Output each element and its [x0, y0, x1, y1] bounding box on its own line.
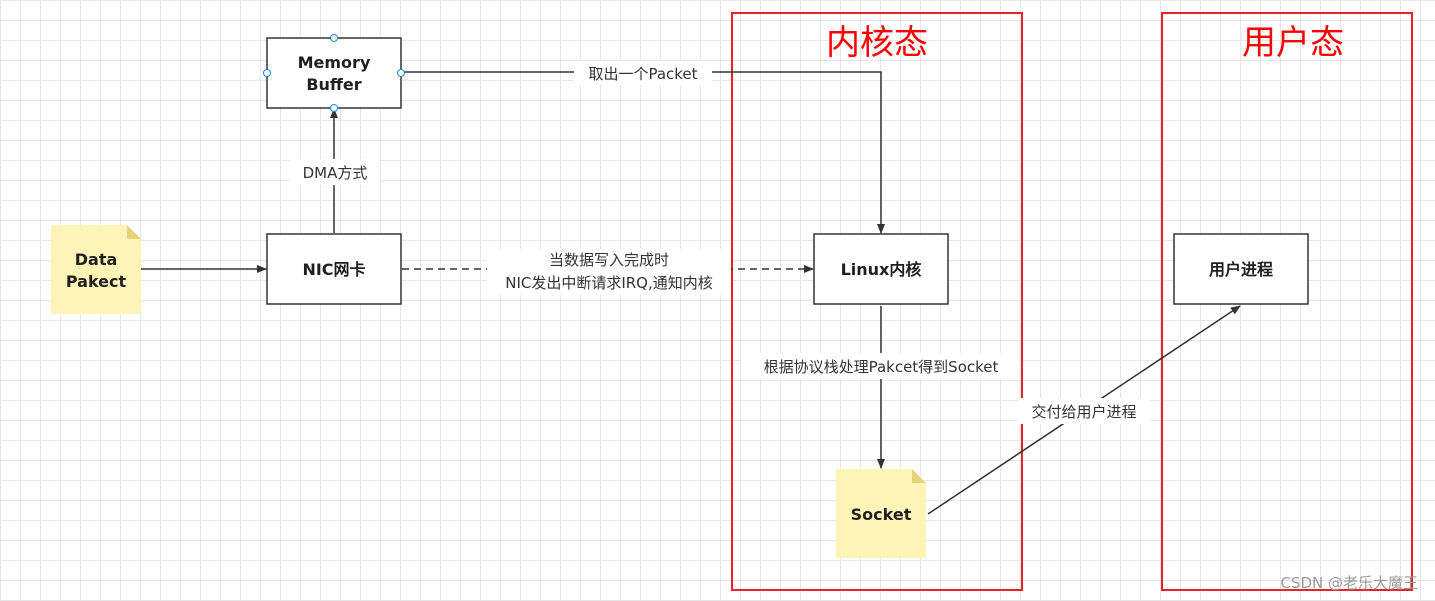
memory-buffer-label-line-2: Buffer — [306, 75, 361, 94]
take-packet-label-background — [574, 61, 712, 85]
csdn-watermark: CSDN @老乐大魔王 — [1280, 574, 1418, 592]
connection-handle-top[interactable] — [330, 34, 338, 42]
data-packet-label-line-2: Pakect — [66, 272, 127, 291]
connection-handle-right[interactable] — [397, 69, 405, 77]
dma-label-background — [290, 159, 380, 185]
deliver-label: 交付给用户进程 — [1031, 403, 1136, 421]
linux-kernel-box[interactable]: Linux内核 — [813, 233, 949, 305]
nic-box[interactable]: NIC网卡 — [266, 233, 402, 305]
irq-label-line-1: 当数据写入完成时 — [549, 251, 669, 269]
take-packet-label: 取出一个Packet — [588, 65, 697, 83]
deliver-label-background — [1018, 398, 1150, 424]
protocol-stack-label-background — [741, 353, 1019, 379]
data-packet-label-line-1: Data — [75, 250, 118, 269]
edge-nic-to-memory-buffer[interactable]: DMA方式 — [290, 108, 380, 233]
protocol-stack-label: 根据协议栈处理Pakcet得到Socket — [764, 358, 999, 376]
dma-label: DMA方式 — [303, 164, 368, 182]
kernel-space-region[interactable]: 内核态 — [731, 12, 1023, 591]
user-space-title: 用户态 — [1242, 23, 1344, 63]
linux-kernel-label: Linux内核 — [841, 260, 922, 279]
irq-label-background — [487, 249, 731, 295]
kernel-space-title: 内核态 — [826, 23, 928, 63]
nic-label: NIC网卡 — [302, 260, 365, 279]
memory-buffer-label-line-1: Memory — [298, 53, 371, 72]
edge-nic-to-linux-kernel-irq[interactable]: 当数据写入完成时 NIC发出中断请求IRQ,通知内核 — [402, 249, 814, 295]
connection-handle-left[interactable] — [263, 69, 271, 77]
edge-socket-to-user-process[interactable]: 交付给用户进程 — [927, 305, 1241, 515]
user-space-region[interactable]: 用户态 — [1161, 12, 1413, 591]
user-process-box[interactable]: 用户进程 — [1173, 233, 1309, 305]
socket-label: Socket — [851, 505, 912, 524]
edge-memory-buffer-to-linux-kernel[interactable]: 取出一个Packet — [402, 61, 885, 234]
connection-handle-bottom[interactable] — [330, 104, 338, 112]
edge-linux-kernel-to-socket[interactable]: 根据协议栈处理Pakcet得到Socket — [741, 306, 1019, 469]
data-packet-note[interactable]: Data Pakect — [51, 225, 141, 314]
memory-buffer-box[interactable]: Memory Buffer — [263, 34, 405, 112]
irq-label-line-2: NIC发出中断请求IRQ,通知内核 — [505, 274, 713, 292]
socket-note[interactable]: Socket — [836, 469, 926, 558]
user-process-label: 用户进程 — [1209, 260, 1273, 279]
